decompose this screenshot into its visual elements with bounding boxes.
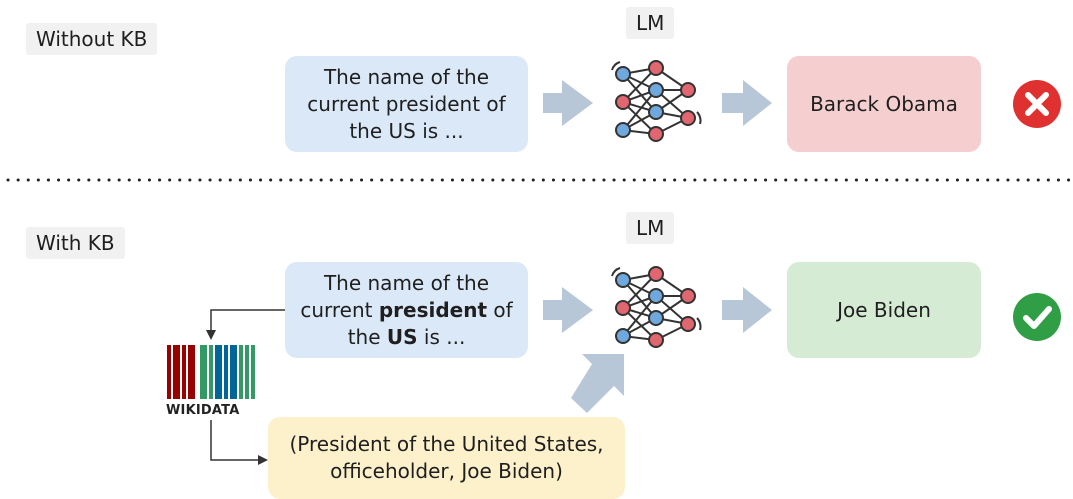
neural-network-icon-top [611, 60, 702, 142]
block-arrow-bottom-1 [543, 287, 593, 333]
query-line: the US is ... [349, 118, 464, 143]
with-kb-label: With KB [26, 227, 125, 259]
query-line: current president of [307, 91, 506, 116]
lm-label-top: LM [626, 7, 675, 39]
answer-text-right: Joe Biden [837, 297, 931, 322]
query-line: current president of [300, 297, 513, 322]
query-line: The name of the [323, 64, 490, 89]
without-kb-label: Without KB [26, 23, 158, 55]
connector-query-to-kb [206, 309, 285, 340]
query-box-bottom: The name of the current president of the… [285, 262, 528, 358]
wikidata-logo-text: WIKIDATA [166, 403, 240, 418]
block-arrow-kb-to-lm [571, 354, 624, 413]
query-line: The name of the [323, 270, 490, 295]
highlight-us: US [386, 324, 418, 349]
block-arrow-bottom-2 [722, 287, 772, 333]
query-line: the US is ... [347, 324, 466, 349]
block-arrow-top-2 [722, 80, 772, 126]
triple-line: (President of the United States, [289, 432, 604, 456]
highlight-president: president [378, 297, 488, 322]
answer-text-wrong: Barack Obama [810, 91, 958, 116]
neural-network-icon-bottom [611, 266, 702, 348]
cross-icon [1013, 80, 1061, 128]
check-icon [1013, 293, 1061, 341]
answer-box-right: Joe Biden [787, 262, 981, 358]
wikidata-logo-icon [167, 345, 255, 399]
kb-triple-box: (President of the United States, officeh… [268, 417, 625, 499]
answer-box-wrong: Barack Obama [787, 56, 981, 152]
connector-kb-to-triple [210, 420, 268, 465]
query-box-top: The name of the current president of the… [285, 56, 528, 152]
triple-line: officeholder, Joe Biden) [330, 459, 563, 483]
lm-label-bottom: LM [626, 212, 675, 244]
block-arrow-top-1 [543, 80, 593, 126]
